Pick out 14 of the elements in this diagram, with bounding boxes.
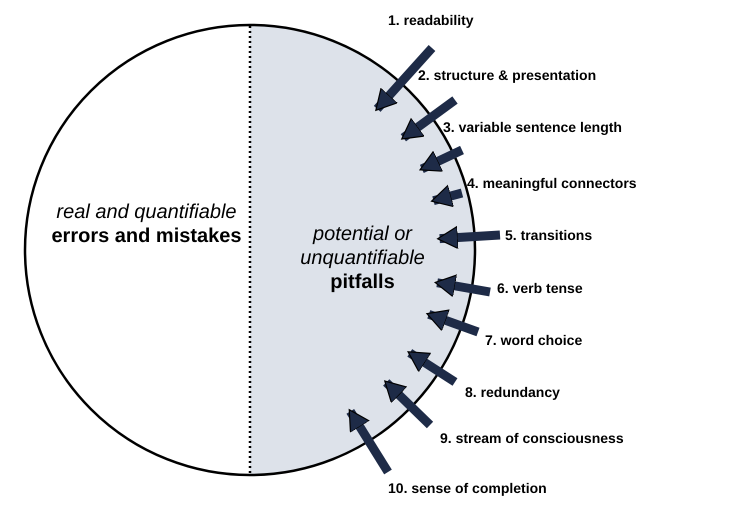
numbered-label: 5. transitions bbox=[505, 226, 592, 244]
numbered-label: 2. structure & presentation bbox=[418, 66, 596, 84]
bold-label: pitfalls bbox=[329, 270, 396, 294]
numbered-label: 6. verb tense bbox=[497, 279, 583, 297]
bold-label: errors and mistakes bbox=[50, 224, 243, 248]
italic-label: real and quantifiable bbox=[55, 200, 238, 224]
numbered-label: 8. redundancy bbox=[465, 383, 560, 401]
numbered-label: 10. sense of completion bbox=[388, 479, 547, 497]
numbered-label: 3. variable sentence length bbox=[443, 118, 622, 136]
arrow bbox=[374, 44, 436, 112]
numbered-label: 9. stream of consciousness bbox=[440, 429, 624, 447]
numbered-label: 7. word choice bbox=[485, 331, 582, 349]
numbered-label: 4. meaningful connectors bbox=[467, 174, 637, 192]
numbered-label: 1. readability bbox=[388, 11, 474, 29]
